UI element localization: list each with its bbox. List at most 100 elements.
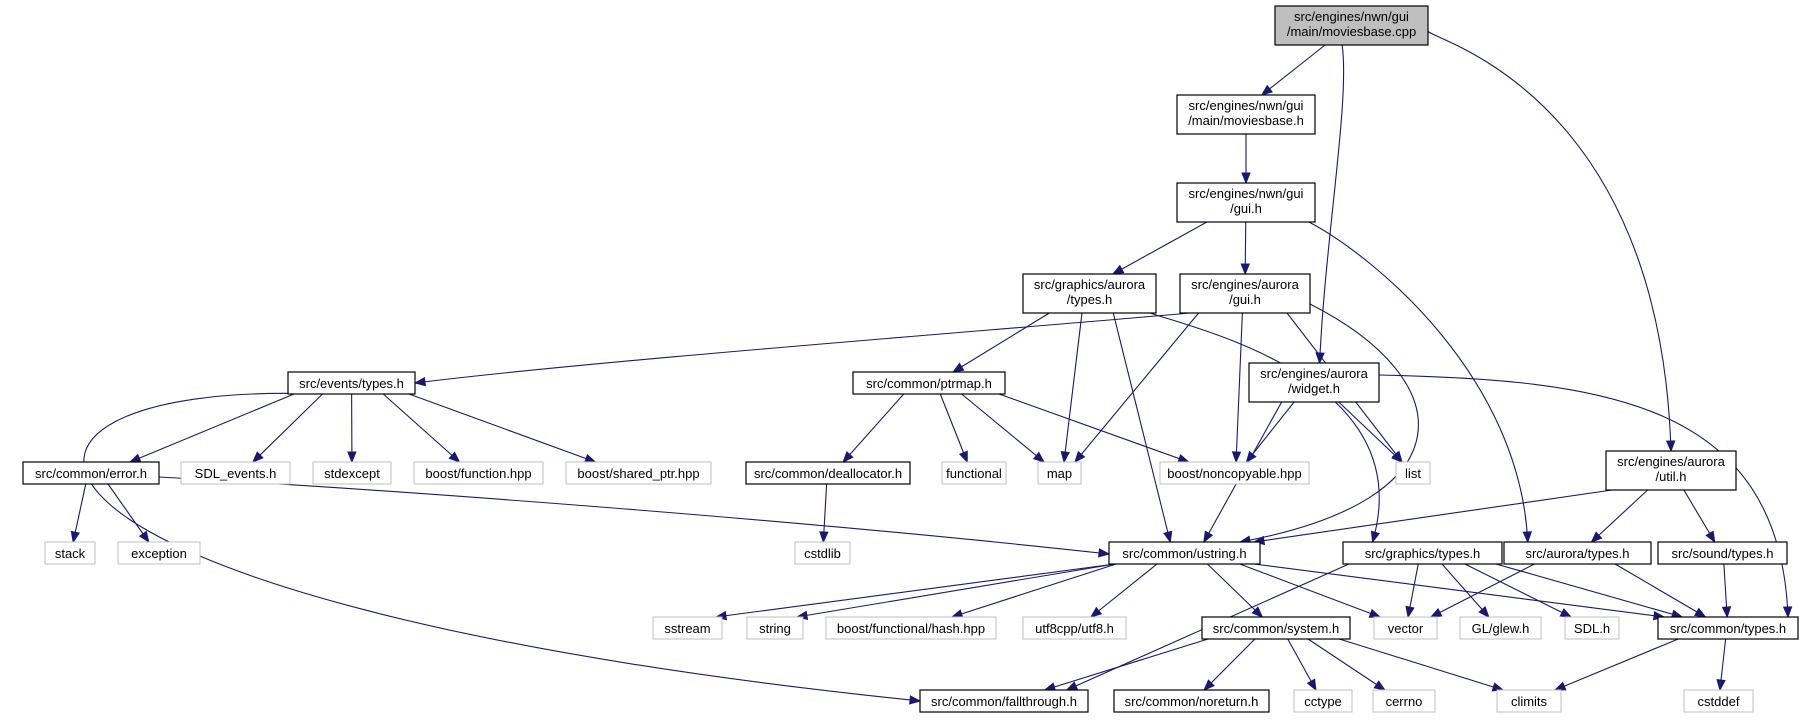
node-boost-shared-ptr[interactable]: boost/shared_ptr.hpp [566,462,711,484]
node-fallthrough-h[interactable]: src/common/fallthrough.h [920,690,1088,712]
arrowhead-graphics_aurora_types_h-to-ustring_h [1164,531,1172,542]
node-label: /widget.h [1288,381,1340,396]
arrowhead-error_h-to-ustring_h [1099,549,1109,557]
node-label: exception [131,546,187,561]
node-boost-function[interactable]: boost/function.hpp [414,462,543,484]
node-label: string [759,621,791,636]
node-graphics-types-h[interactable]: src/graphics/types.h [1343,542,1502,564]
node-error-h[interactable]: src/common/error.h [23,462,159,484]
node-label: cctype [1304,694,1342,709]
edge-ptrmap_h-to-functional [940,394,967,462]
edges-layer [71,31,1791,704]
node-widget-h[interactable]: src/engines/aurora/widget.h [1249,363,1379,402]
node-ptrmap-h[interactable]: src/common/ptrmap.h [853,372,1005,394]
node-sdl-h[interactable]: SDL.h [1565,617,1619,639]
node-events-types-h[interactable]: src/events/types.h [288,372,415,394]
node-glew-h[interactable]: GL/glew.h [1460,617,1541,639]
arrowhead-system_h-to-cctype [1308,679,1316,690]
node-label: src/common/ptrmap.h [866,376,992,391]
edge-events_types_h-to-boost_function [383,394,459,462]
arrowhead-graphics_types_h-to-sdl_h [1560,609,1571,617]
node-map[interactable]: map [1038,462,1081,484]
edge-ptrmap_h-to-boost_noncopyable [999,394,1189,462]
arrowhead-ptrmap_h-to-map [1034,453,1044,462]
node-moviesbase-h[interactable]: src/engines/nwn/gui/main/moviesbase.h [1177,95,1315,134]
edge-ustring_h-to-vector [1240,564,1380,617]
node-label: SDL.h [1574,621,1610,636]
node-boost-hash[interactable]: boost/functional/hash.hpp [826,617,996,639]
arrowhead-sound_types_h-to-common_types_h [1723,607,1731,617]
edge-graphics_aurora_types_h-to-ustring_h [1113,313,1170,542]
node-sstream[interactable]: sstream [653,617,722,639]
edge-aurora_types_h-to-common_types_h [1615,564,1705,617]
node-label: boost/shared_ptr.hpp [577,466,699,481]
node-cstdlib[interactable]: cstdlib [795,542,850,564]
node-boost-noncopyable[interactable]: boost/noncopyable.hpp [1160,462,1309,484]
edge-aurora_util_h-to-aurora_types_h [1592,490,1648,542]
arrowhead-engines_aurora_gui_h-to-map [1075,452,1084,462]
node-sound-types-h[interactable]: src/sound/types.h [1658,542,1787,564]
node-aurora-util-h[interactable]: src/engines/aurora/util.h [1606,451,1736,490]
node-noreturn-h[interactable]: src/common/noreturn.h [1114,690,1269,712]
node-common-types-h[interactable]: src/common/types.h [1658,617,1798,639]
arrowhead-nwn_gui_h-to-engines_aurora_gui_h [1241,264,1249,274]
arrowhead-moviesbase_cpp-to-moviesbase_h [1262,86,1272,95]
node-label: boost/function.hpp [425,466,531,481]
arrowhead-system_h-to-cerrno [1374,681,1385,690]
node-label: src/common/ustring.h [1122,546,1246,561]
node-label: src/engines/aurora [1617,454,1725,469]
arrowhead-common_types_h-to-cstddef [1717,680,1725,690]
node-label: /types.h [1067,292,1113,307]
node-stdexcept[interactable]: stdexcept [313,462,391,484]
node-label: src/graphics/aurora [1034,277,1146,292]
node-moviesbase-cpp[interactable]: src/engines/nwn/gui/main/moviesbase.cpp [1275,6,1428,45]
edge-widget_h-to-common_types_h [1379,375,1788,617]
arrowhead-events_types_h-to-fallthrough_h [910,696,920,704]
arrowhead-engines_aurora_gui_h-to-events_types_h [415,378,425,386]
node-graphics-aurora-types-h[interactable]: src/graphics/aurora/types.h [1023,274,1156,313]
edge-engines_aurora_gui_h-to-ustring_h [1240,304,1418,542]
node-label: cstdlib [804,546,841,561]
node-vector[interactable]: vector [1374,617,1437,639]
node-label: src/engines/aurora [1191,277,1299,292]
arrowhead-graphics_aurora_types_h-to-ptrmap_h [953,363,964,372]
node-label: stdexcept [324,466,380,481]
edge-graphics_types_h-to-common_types_h [1496,564,1682,617]
edge-system_h-to-fallthrough_h [1045,639,1208,690]
node-deallocator-h[interactable]: src/common/deallocator.h [746,462,910,484]
arrowhead-ustring_h-to-vector [1369,610,1380,617]
node-functional[interactable]: functional [942,462,1006,484]
edge-graphics_aurora_types_h-to-graphics_types_h [1150,313,1379,542]
node-ustring-h[interactable]: src/common/ustring.h [1109,542,1260,564]
node-cctype[interactable]: cctype [1294,690,1352,712]
node-list[interactable]: list [1396,462,1430,484]
node-cerrno[interactable]: cerrno [1373,690,1435,712]
edge-engines_aurora_gui_h-to-boost_noncopyable [1236,313,1242,462]
node-exception[interactable]: exception [118,542,200,564]
node-climits[interactable]: climits [1497,690,1561,712]
node-label: src/engines/aurora [1260,366,1368,381]
node-utf8-h[interactable]: utf8cpp/utf8.h [1023,617,1126,639]
node-aurora-types-h[interactable]: src/aurora/types.h [1504,542,1651,564]
nodes-layer: src/engines/nwn/gui/main/moviesbase.cpps… [23,6,1798,712]
edge-ustring_h-to-string [797,564,1115,617]
node-system-h[interactable]: src/common/system.h [1202,617,1350,639]
node-label: cerrno [1386,694,1423,709]
arrowhead-aurora_types_h-to-vector [1431,609,1442,617]
arrowhead-aurora_util_h-to-sound_types_h [1706,531,1715,542]
node-label: src/common/noreturn.h [1125,694,1259,709]
node-label: boost/noncopyable.hpp [1167,466,1301,481]
node-cstddef[interactable]: cstddef [1684,690,1753,712]
node-stack[interactable]: stack [45,542,95,564]
node-label: /gui.h [1229,292,1261,307]
node-label: src/engines/nwn/gui [1294,9,1409,24]
node-string[interactable]: string [747,617,803,639]
edge-engines_aurora_gui_h-to-map [1075,313,1199,462]
node-sdl-events-h[interactable]: SDL_events.h [181,462,290,484]
node-nwn-gui-h[interactable]: src/engines/nwn/gui/gui.h [1177,183,1315,222]
node-engines-aurora-gui-h[interactable]: src/engines/aurora/gui.h [1180,274,1310,313]
arrowhead-nwn_gui_h-to-graphics_aurora_types_h [1113,266,1124,274]
arrowhead-deallocator_h-to-cstdlib [820,532,828,542]
node-label: src/aurora/types.h [1525,546,1629,561]
